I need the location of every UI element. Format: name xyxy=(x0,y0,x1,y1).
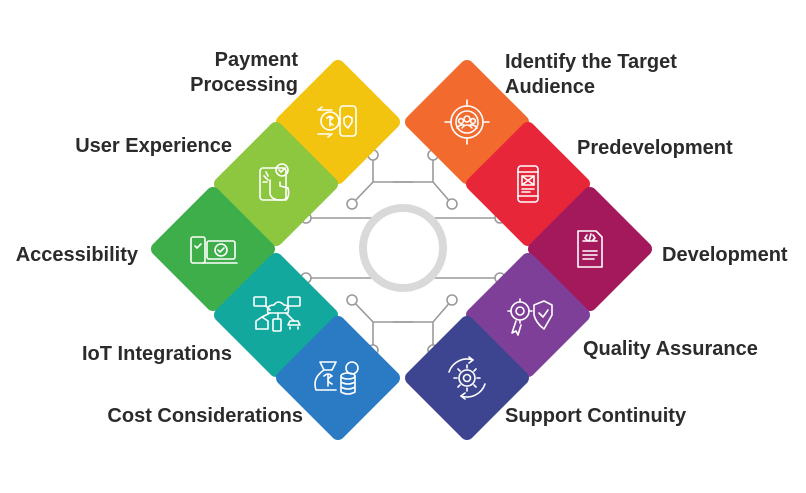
label-support-continuity: Support Continuity xyxy=(505,404,686,429)
quality-gear-shield-icon xyxy=(507,298,553,336)
target-audience-icon xyxy=(444,99,490,145)
mobile-wireframe-icon xyxy=(517,165,539,203)
tile-shape xyxy=(214,122,338,246)
label-predevelopment: Predevelopment xyxy=(577,136,733,161)
label-accessibility: Accessibility xyxy=(16,243,138,268)
tile-accessibility xyxy=(151,187,275,311)
connector-node xyxy=(346,198,358,210)
label-line: Identify the Target xyxy=(505,51,677,73)
label-line: Processing xyxy=(190,74,298,96)
label-line: Quality Assurance xyxy=(583,338,758,360)
label-line: Predevelopment xyxy=(577,137,733,159)
tile-shape xyxy=(405,316,529,440)
tile-identify-target-audience xyxy=(405,60,529,184)
tile-development xyxy=(528,187,652,311)
tile-shape xyxy=(276,60,400,184)
money-bag-icon xyxy=(314,361,359,395)
label-development: Development xyxy=(662,243,788,268)
center-ring xyxy=(359,204,447,292)
connector-node xyxy=(346,294,358,306)
tile-shape xyxy=(214,253,338,377)
tile-shape xyxy=(528,187,652,311)
tile-payment-processing xyxy=(276,60,400,184)
label-line: Cost Considerations xyxy=(107,405,303,427)
tile-user-experience xyxy=(214,122,338,246)
tile-predevelopment xyxy=(466,122,590,246)
payment-phone-icon xyxy=(317,105,357,138)
label-iot-integrations: IoT Integrations xyxy=(82,342,232,367)
label-line: Accessibility xyxy=(15,244,138,266)
devices-check-icon xyxy=(190,236,238,264)
iot-network-icon xyxy=(253,296,301,332)
touch-tablet-icon xyxy=(259,163,290,201)
tile-cost-considerations xyxy=(276,316,400,440)
tile-support-continuity xyxy=(405,316,529,440)
tile-group xyxy=(151,60,652,440)
label-quality-assurance: Quality Assurance xyxy=(583,337,758,362)
label-line: Development xyxy=(662,244,788,266)
code-document-icon xyxy=(577,230,603,268)
label-line: Support Continuity xyxy=(505,405,687,427)
label-line: Payment xyxy=(214,49,298,71)
support-cycle-gear-icon xyxy=(448,356,486,400)
label-line: IoT Integrations xyxy=(82,343,232,365)
label-cost-considerations: Cost Considerations xyxy=(107,404,303,429)
connector-node xyxy=(446,198,458,210)
tile-iot-integrations xyxy=(214,253,338,377)
label-line: User Experience xyxy=(75,135,232,157)
tile-shape xyxy=(466,122,590,246)
label-line: Audience xyxy=(505,76,596,98)
tile-shape xyxy=(151,187,275,311)
tile-shape xyxy=(276,316,400,440)
tile-quality-assurance xyxy=(466,253,590,377)
label-user-experience: User Experience xyxy=(75,134,232,159)
connector-node xyxy=(446,294,458,306)
